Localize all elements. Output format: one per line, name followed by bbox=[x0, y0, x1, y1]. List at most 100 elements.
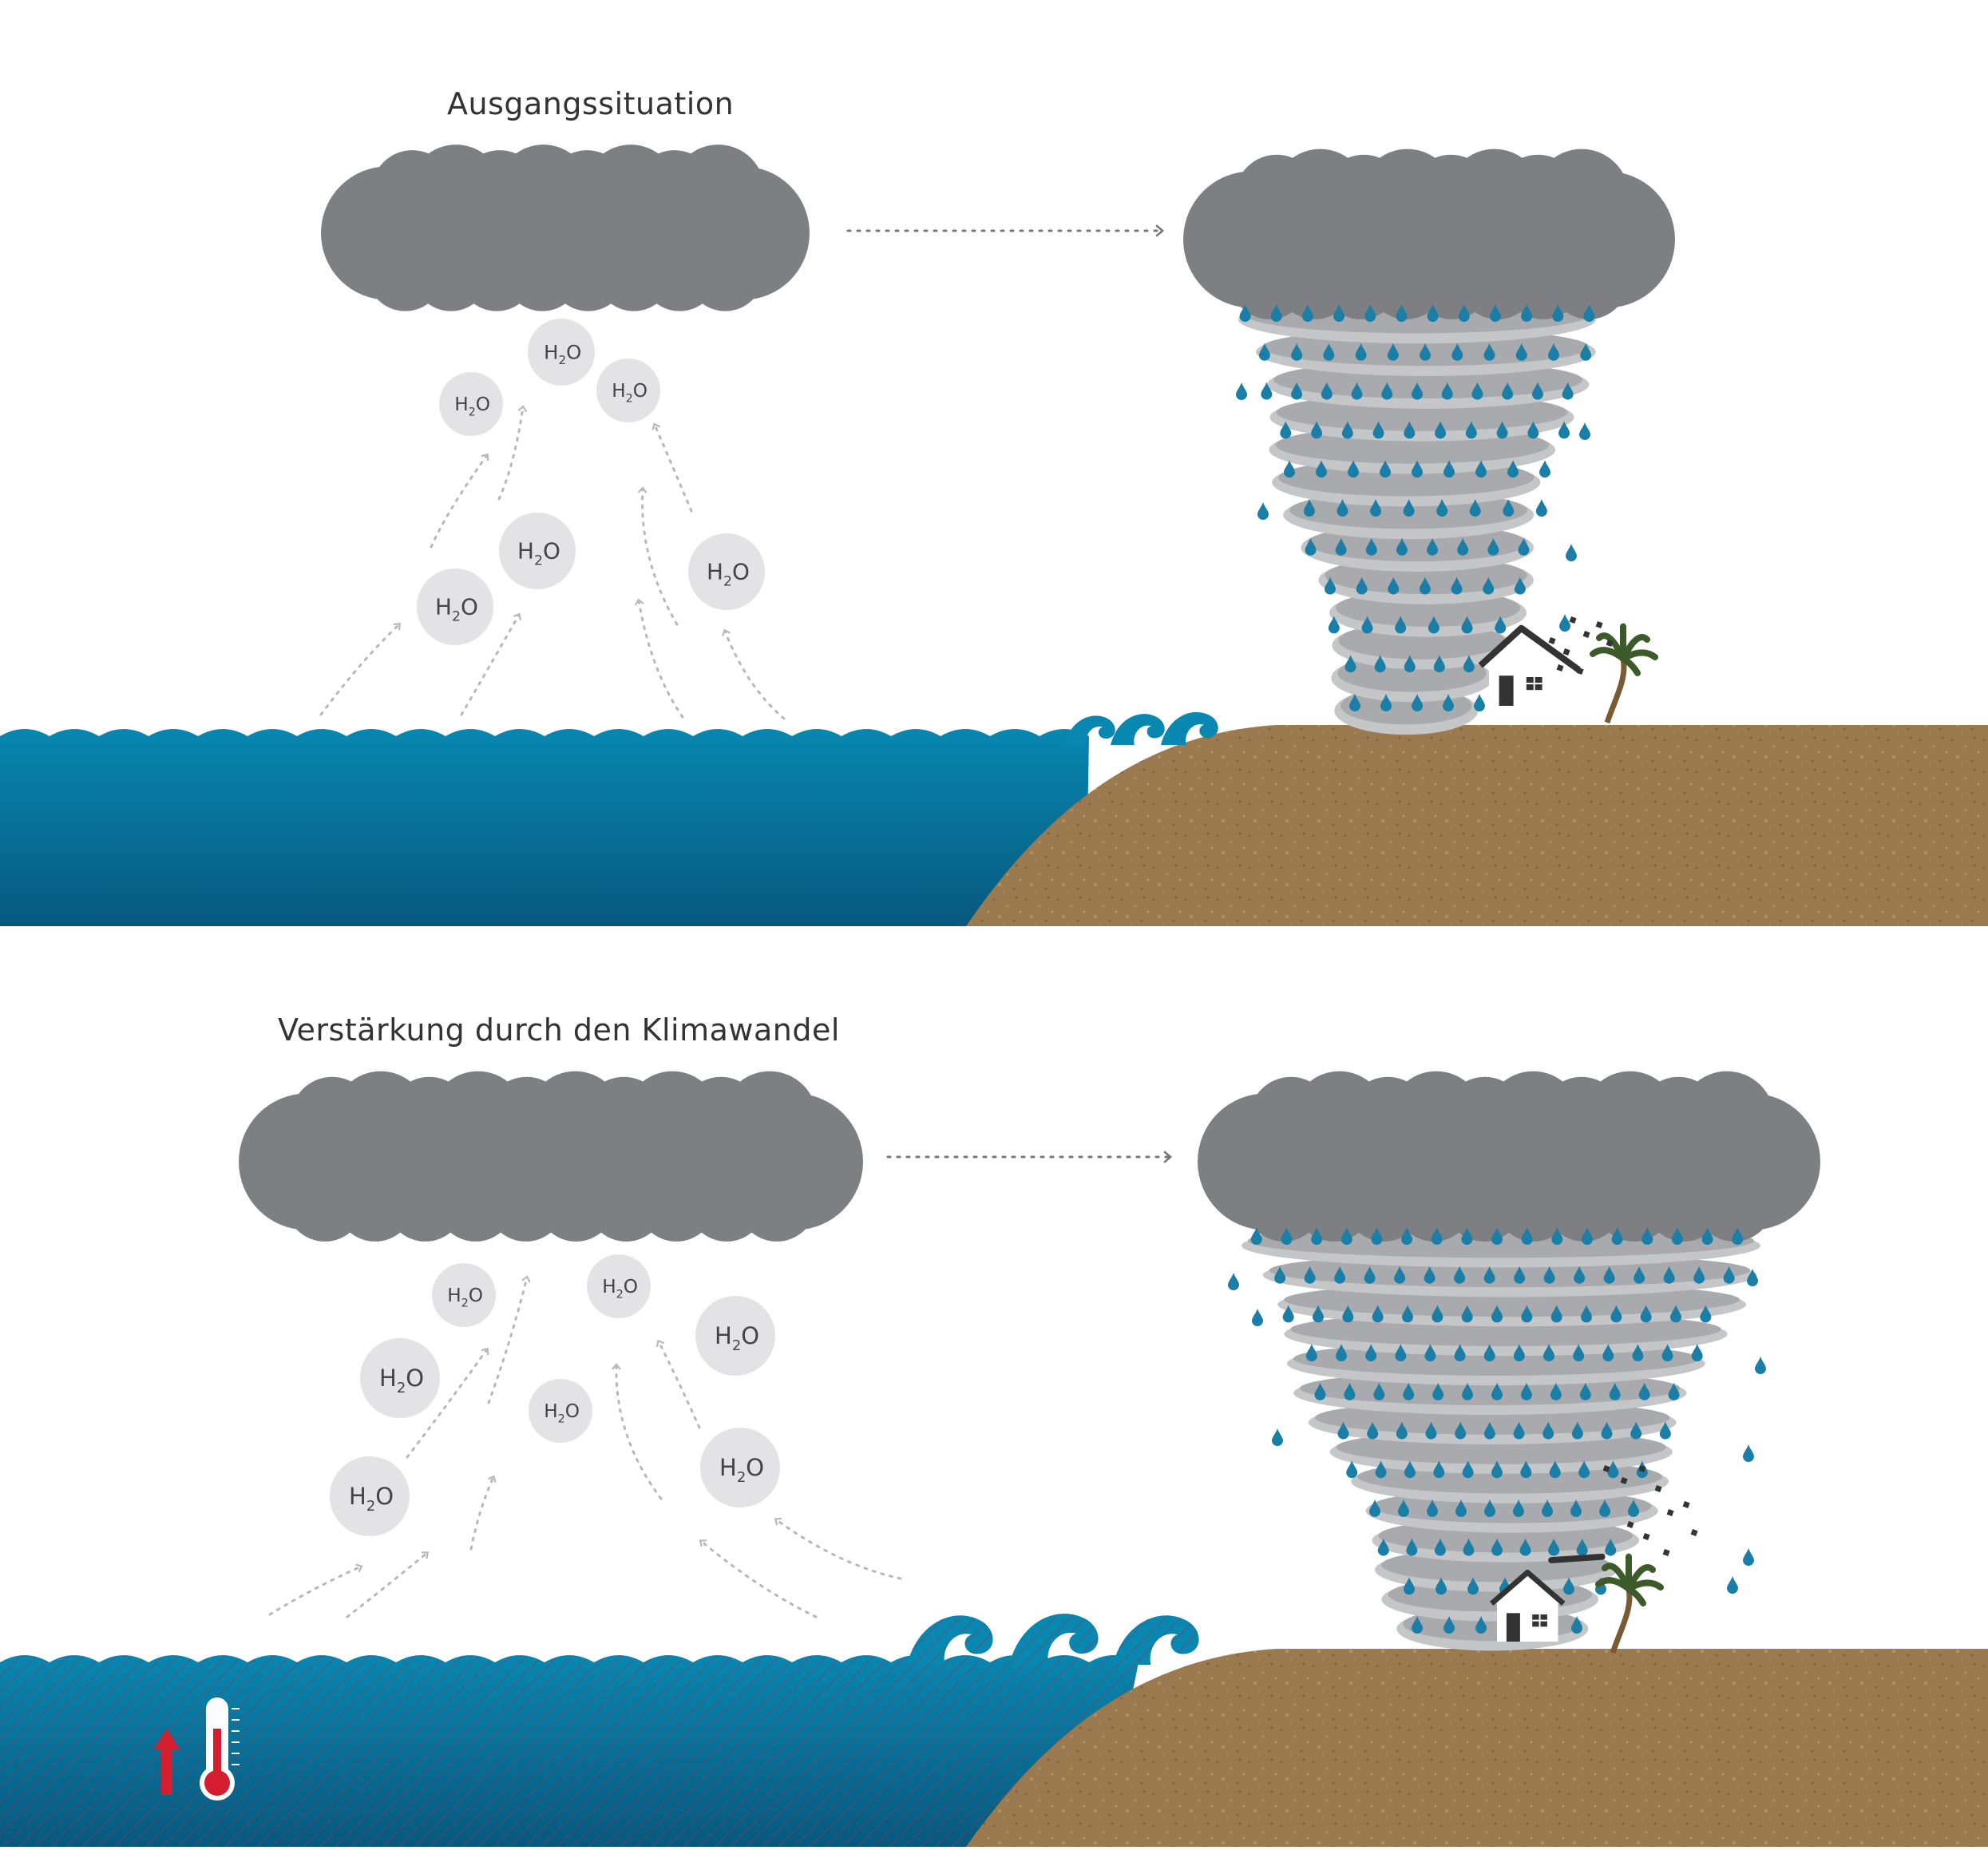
wave-curl-hatch bbox=[1009, 1614, 1099, 1665]
debris-piece bbox=[1582, 630, 1590, 638]
raindrop-icon bbox=[1671, 1227, 1683, 1245]
raindrop-icon bbox=[1388, 576, 1400, 595]
ocean-climate bbox=[0, 1655, 1139, 1847]
raindrop-icon bbox=[1640, 1305, 1652, 1323]
palm-tree-icon bbox=[1595, 1553, 1664, 1654]
raindrop-icon bbox=[1377, 1538, 1389, 1556]
raindrop-icon bbox=[1344, 1382, 1356, 1400]
cloud-lobe bbox=[722, 1071, 818, 1167]
raindrop-icon bbox=[1670, 1305, 1681, 1323]
raindrop-icon bbox=[1463, 655, 1475, 673]
raindrop-icon bbox=[1334, 1266, 1346, 1284]
raindrop-icon bbox=[1427, 537, 1439, 556]
cloud-icon bbox=[321, 145, 810, 311]
thermometer-mercury bbox=[213, 1729, 221, 1785]
raindrop-icon bbox=[1441, 382, 1453, 400]
raindrop-icon bbox=[1401, 1227, 1413, 1245]
raindrop-icon bbox=[1387, 343, 1399, 361]
raindrop-icon bbox=[1337, 499, 1348, 517]
raindrop-icon bbox=[1365, 537, 1377, 556]
molecule-label: H2O bbox=[349, 1483, 394, 1515]
ocean-water bbox=[0, 729, 1089, 926]
raindrop-icon bbox=[1607, 1460, 1619, 1479]
raindrop-icon bbox=[1663, 1266, 1675, 1284]
raindrop-icon bbox=[1491, 1227, 1503, 1245]
house-icon bbox=[1478, 624, 1581, 706]
raindrop-icon bbox=[1252, 1309, 1263, 1326]
raindrop-icon bbox=[1611, 1227, 1623, 1245]
wave-curl bbox=[1064, 715, 1115, 745]
raindrop-icon bbox=[1365, 1344, 1377, 1362]
raindrop-icon bbox=[1461, 1227, 1473, 1245]
cloud-icon bbox=[239, 1071, 863, 1242]
house-wall bbox=[1489, 663, 1554, 706]
raindrop-icon bbox=[1335, 537, 1347, 556]
raindrop-icon bbox=[1599, 1499, 1611, 1517]
molecule-label: H2O bbox=[447, 1285, 483, 1309]
evaporation-arrow bbox=[774, 1517, 902, 1580]
molecule-bubble bbox=[360, 1338, 440, 1418]
evaporation-arrow bbox=[651, 422, 693, 513]
molecule-label: H2O bbox=[379, 1365, 424, 1396]
raindrop-icon bbox=[1581, 1227, 1593, 1245]
ocean-baseline bbox=[0, 729, 1089, 926]
panel-title-climate: Verstärkung durch den Klimawandel bbox=[278, 1012, 840, 1048]
raindrop-icon bbox=[1571, 1616, 1582, 1634]
raindrop-icon bbox=[1316, 460, 1327, 478]
raindrop-icon bbox=[1412, 1616, 1423, 1634]
raindrop-icon bbox=[1542, 1421, 1554, 1440]
raindrop-icon bbox=[1321, 382, 1333, 400]
thermometer-bulb bbox=[204, 1770, 230, 1796]
h2o-molecule-icon: H2O bbox=[587, 1254, 651, 1318]
raindrop-icon bbox=[1520, 1460, 1532, 1479]
raindrop-icon bbox=[1427, 304, 1439, 322]
raindrop-icon bbox=[1531, 382, 1543, 400]
debris-piece bbox=[1602, 1465, 1610, 1472]
raindrop-icon bbox=[1566, 544, 1577, 561]
raindrop-icon bbox=[1434, 1538, 1446, 1556]
debris-piece bbox=[1576, 667, 1584, 675]
raindrop-icon bbox=[1491, 1382, 1503, 1400]
raindrop-icon bbox=[1578, 1460, 1590, 1479]
raindrop-icon bbox=[1427, 1499, 1438, 1517]
raindrop-icon bbox=[1258, 343, 1270, 361]
raindrop-icon bbox=[1236, 382, 1247, 400]
raindrop-icon bbox=[1305, 537, 1317, 556]
raindrop-icon bbox=[1513, 1344, 1525, 1362]
raindrop-icon bbox=[1515, 343, 1527, 361]
raindrop-icon bbox=[1661, 1344, 1673, 1362]
house-wall bbox=[1497, 1601, 1558, 1642]
molecule-label: H2O bbox=[517, 538, 560, 569]
rain bbox=[1236, 304, 1595, 711]
house-door bbox=[1506, 1613, 1520, 1642]
raindrop-icon bbox=[1443, 1616, 1455, 1634]
raindrop-icon bbox=[1373, 1382, 1385, 1400]
evaporation-arrow bbox=[655, 1339, 701, 1429]
raindrop-icon bbox=[1396, 537, 1408, 556]
h2o-molecule-icon: H2O bbox=[688, 533, 765, 610]
raindrop-icon bbox=[1380, 460, 1391, 478]
raindrop-icon bbox=[1402, 1305, 1413, 1323]
raindrop-icon bbox=[1458, 304, 1470, 322]
raindrop-icon bbox=[1364, 304, 1376, 322]
raindrop-icon bbox=[1691, 1344, 1703, 1362]
h2o-molecule-icon: H2O bbox=[596, 359, 660, 422]
raindrop-icon bbox=[1483, 576, 1495, 595]
cloud-lobe bbox=[1534, 149, 1630, 244]
raindrop-icon bbox=[1471, 382, 1483, 400]
evaporation-arrow bbox=[722, 628, 786, 720]
raindrop-icon bbox=[1333, 304, 1345, 322]
raindrop-icon bbox=[1404, 421, 1416, 439]
molecule-bubble bbox=[417, 568, 493, 645]
molecule-bubble bbox=[587, 1254, 651, 1318]
h2o-molecule-icon: H2O bbox=[439, 372, 503, 436]
raindrop-icon bbox=[1372, 421, 1384, 439]
raindrop-icon bbox=[1270, 304, 1282, 322]
panel-title-baseline: Ausgangssituation bbox=[447, 86, 735, 121]
debris-piece bbox=[1666, 1509, 1674, 1516]
raindrop-icon bbox=[1346, 1460, 1358, 1479]
raindrop-icon bbox=[1549, 1460, 1561, 1479]
raindrop-icon bbox=[1462, 1382, 1474, 1400]
ocean-warming-hatch bbox=[0, 1655, 1139, 1847]
